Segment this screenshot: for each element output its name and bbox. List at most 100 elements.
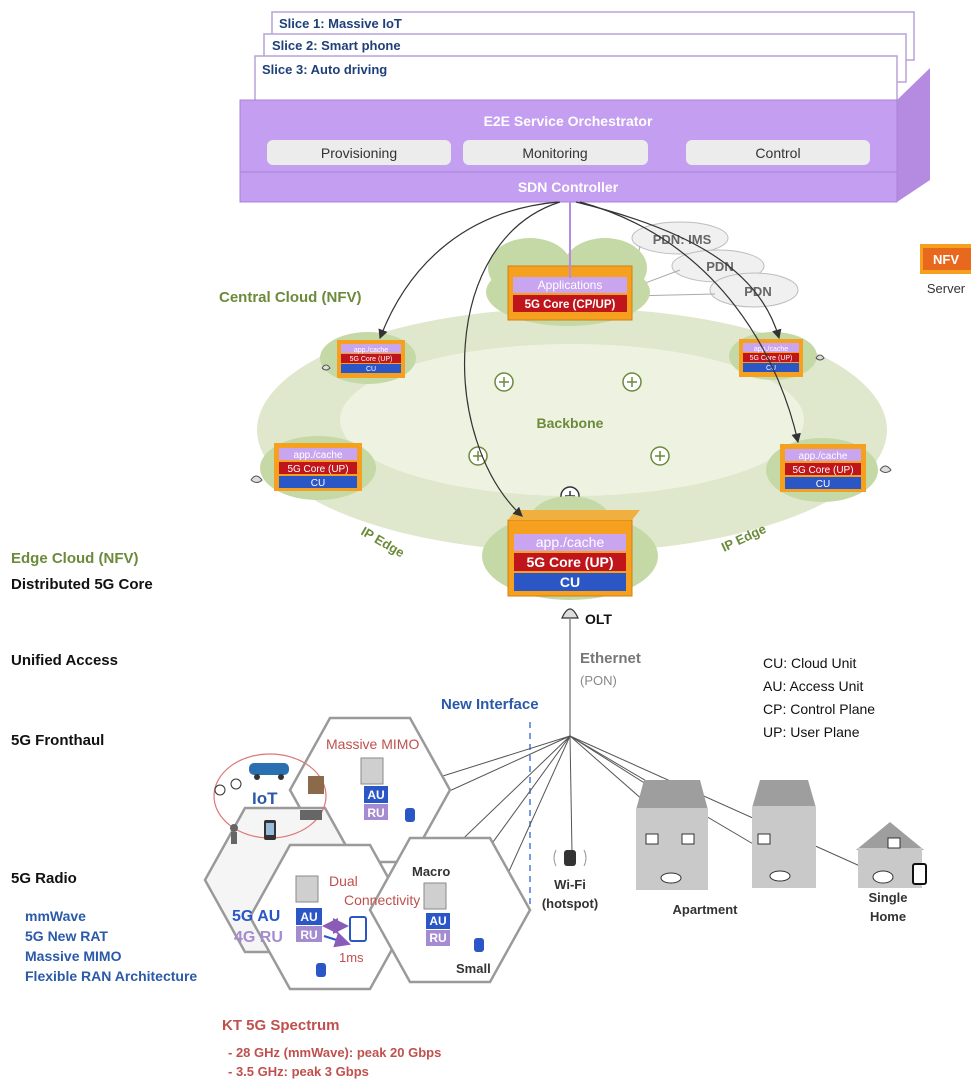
edge-server-bottom-center: app./cache 5G Core (UP) CU [482, 496, 658, 600]
au-label: AU [300, 910, 317, 924]
robot-icon [308, 776, 324, 794]
olt-access: OLT Ethernet (PON) New Interface [441, 608, 641, 905]
home-label: Home [870, 909, 906, 924]
app-cache-label: app./cache [536, 534, 605, 550]
antenna-array-icon [295, 875, 319, 903]
provisioning-button[interactable] [267, 140, 451, 165]
control-label: Control [755, 145, 800, 161]
glossary-item: UP: User Plane [763, 724, 860, 740]
edge-core-label: 5G Core (UP) [792, 465, 853, 476]
cu-label: CU [311, 478, 325, 489]
distributed-core-label: Distributed 5G Core [11, 576, 153, 593]
edge-core-label: 5G Core (UP) [287, 464, 348, 475]
apartment-label: Apartment [672, 902, 738, 917]
router-icon [494, 372, 514, 392]
slice-stack: Slice 1: Massive IoT Slice 2: Smart phon… [254, 11, 915, 103]
au-ru-dual: AU RU [296, 908, 322, 942]
spectrum-list: - 28 GHz (mmWave): peak 20 Gbps - 3.5 GH… [228, 1043, 441, 1081]
router-icon [468, 446, 488, 466]
pdn-label-2: PDN [706, 259, 733, 274]
smartphone-icon [912, 863, 927, 885]
edge-core-label: 5G Core (UP) [350, 356, 393, 363]
server-label: Server [927, 281, 966, 296]
slice-1-label: Slice 1: Massive IoT [279, 16, 402, 31]
app-cache-label: app./cache [354, 347, 388, 354]
router-icon [650, 446, 670, 466]
pc-icon [645, 833, 771, 845]
smartphone-icon [349, 916, 367, 942]
cell-dual [248, 843, 412, 991]
antenna-array-icon [360, 757, 384, 785]
antenna-array-icon [423, 882, 447, 910]
pdn-ims-label: PDN: IMS [653, 232, 712, 247]
central-cloud: Central Cloud (NFV) Applications 5G Core… [219, 238, 650, 326]
massive-mimo-label: Massive MIMO [326, 736, 419, 752]
macro-label: Macro [412, 864, 450, 879]
app-cache-label: app./cache [799, 451, 848, 462]
glossary-item: CU: Cloud Unit [763, 655, 856, 671]
glossary-item: AU: Access Unit [763, 678, 863, 694]
machine-icon [300, 810, 322, 820]
cell-macro [368, 836, 532, 984]
pdn-label-3: PDN [744, 284, 771, 299]
cu-label: CU [816, 479, 830, 490]
small-label: Small [456, 961, 491, 976]
provisioning-label: Provisioning [321, 145, 397, 161]
glossary: CU: Cloud Unit AU: Access Unit CP: Contr… [763, 655, 875, 740]
radio-feature: Flexible RAN Architecture [25, 968, 198, 984]
single-label: Single [868, 890, 907, 905]
olt-label: OLT [585, 611, 612, 627]
cu-label: CU [366, 366, 376, 373]
slice-2-label: Slice 2: Smart phone [272, 38, 401, 53]
radio-feature: mmWave [25, 908, 86, 924]
central-cloud-label: Central Cloud (NFV) [219, 289, 362, 306]
5g-au-label: 5G AU [232, 908, 280, 925]
ethernet-label: Ethernet [580, 650, 641, 667]
small-cell-icon [474, 938, 484, 952]
spectrum-item: - 28 GHz (mmWave): peak 20 Gbps [228, 1045, 442, 1060]
bicycle-icon [214, 778, 242, 796]
olt-icon [561, 608, 579, 619]
pc-icon [887, 837, 901, 849]
edge-cloud-label: Edge Cloud (NFV) [11, 550, 139, 567]
new-interface-label: New Interface [441, 696, 539, 713]
iot-label: IoT [252, 789, 278, 808]
wifi-label: Wi-Fi [554, 877, 586, 892]
au-ru-mimo: AU RU [364, 786, 388, 820]
monitoring-button[interactable] [463, 140, 648, 165]
radio-cells [203, 716, 532, 991]
edge-server-mid-left: app./cache 5G Core (UP) CU [250, 436, 376, 500]
pon-label: (PON) [580, 673, 617, 688]
nfv-server-legend: NFV Server [920, 244, 971, 296]
radio-label: 5G Radio [11, 870, 77, 887]
fronthaul-label: 5G Fronthaul [11, 732, 105, 749]
person-icon [230, 824, 238, 844]
iot-group: IoT [213, 753, 327, 844]
au-label: AU [367, 788, 384, 802]
router-icon [622, 372, 642, 392]
control-button[interactable] [686, 140, 870, 165]
unified-access-label: Unified Access [11, 652, 118, 669]
app-cache-label: app./cache [294, 450, 343, 461]
phone-icon [264, 820, 276, 840]
4g-ru-label: 4G RU [234, 929, 283, 946]
ru-label: RU [429, 931, 446, 945]
latency-label: 1ms [339, 950, 364, 965]
central-core-label: 5G Core (CP/UP) [525, 299, 616, 311]
cu-label: CU [766, 365, 776, 372]
radio-features-list: mmWave 5G New RAT Massive MIMO Flexible … [25, 906, 197, 986]
nfv-badge: NFV [933, 252, 959, 267]
sdn-controller-label: SDN Controller [518, 179, 619, 195]
edge-core-label: 5G Core (UP) [750, 355, 793, 362]
edge-core-label: 5G Core (UP) [526, 554, 613, 570]
applications-label: Applications [538, 278, 603, 292]
ru-label: RU [300, 928, 317, 942]
au-label: AU [429, 914, 446, 928]
hotspot-label: (hotspot) [542, 896, 598, 911]
sdn-control-arrows [378, 201, 801, 517]
connectivity-label: Connectivity [344, 892, 420, 908]
wifi-ap-icon [553, 849, 587, 867]
dual-label: Dual [329, 873, 358, 889]
apartment-building: Apartment [636, 780, 816, 917]
